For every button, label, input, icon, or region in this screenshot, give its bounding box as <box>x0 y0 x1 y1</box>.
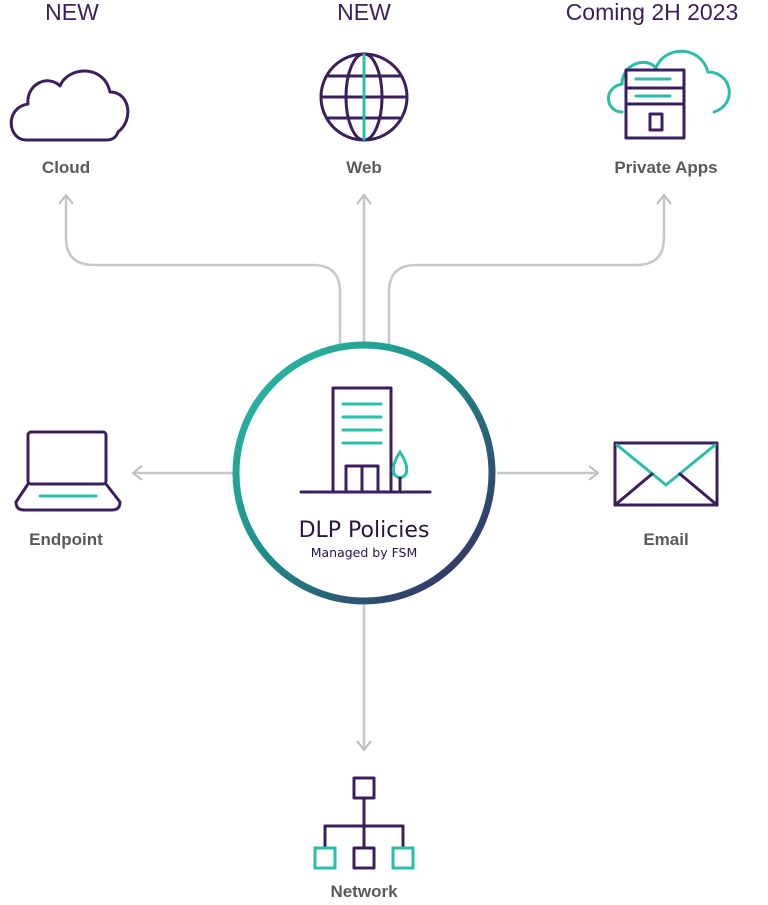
arrowhead-network <box>356 740 372 752</box>
envelope-icon <box>613 441 719 507</box>
dlp-hub: DLP Policies Managed by FSM <box>232 341 496 605</box>
node-label-cloud: Cloud <box>42 158 90 177</box>
arrowhead-email <box>588 465 600 481</box>
laptop-icon <box>14 430 122 512</box>
cloud-server-icon <box>607 49 731 140</box>
arrowhead-cloud <box>58 193 74 205</box>
hub-ring <box>232 341 496 605</box>
badge-cloud: NEW <box>45 0 99 25</box>
arrowhead-private-apps <box>656 193 672 205</box>
building-tree-icon <box>299 386 432 494</box>
badge-web: NEW <box>337 0 391 25</box>
hub-subtitle: Managed by FSM <box>311 545 418 560</box>
globe-icon <box>319 52 409 142</box>
network-hierarchy-icon <box>313 776 415 870</box>
connectors <box>58 193 672 752</box>
node-label-endpoint: Endpoint <box>29 530 103 549</box>
arrowhead-web <box>356 193 372 205</box>
node-label-email: Email <box>643 530 688 549</box>
badge-private-apps: Coming 2H 2023 <box>566 0 739 25</box>
cloud-icon <box>9 69 130 142</box>
arrowhead-endpoint <box>131 465 143 481</box>
node-label-private-apps: Private Apps <box>614 158 717 177</box>
hub-title: DLP Policies <box>299 518 430 543</box>
node-label-network: Network <box>330 882 398 901</box>
connector-private-apps <box>387 195 666 345</box>
connector-cloud <box>64 195 342 345</box>
node-label-web: Web <box>346 158 382 177</box>
